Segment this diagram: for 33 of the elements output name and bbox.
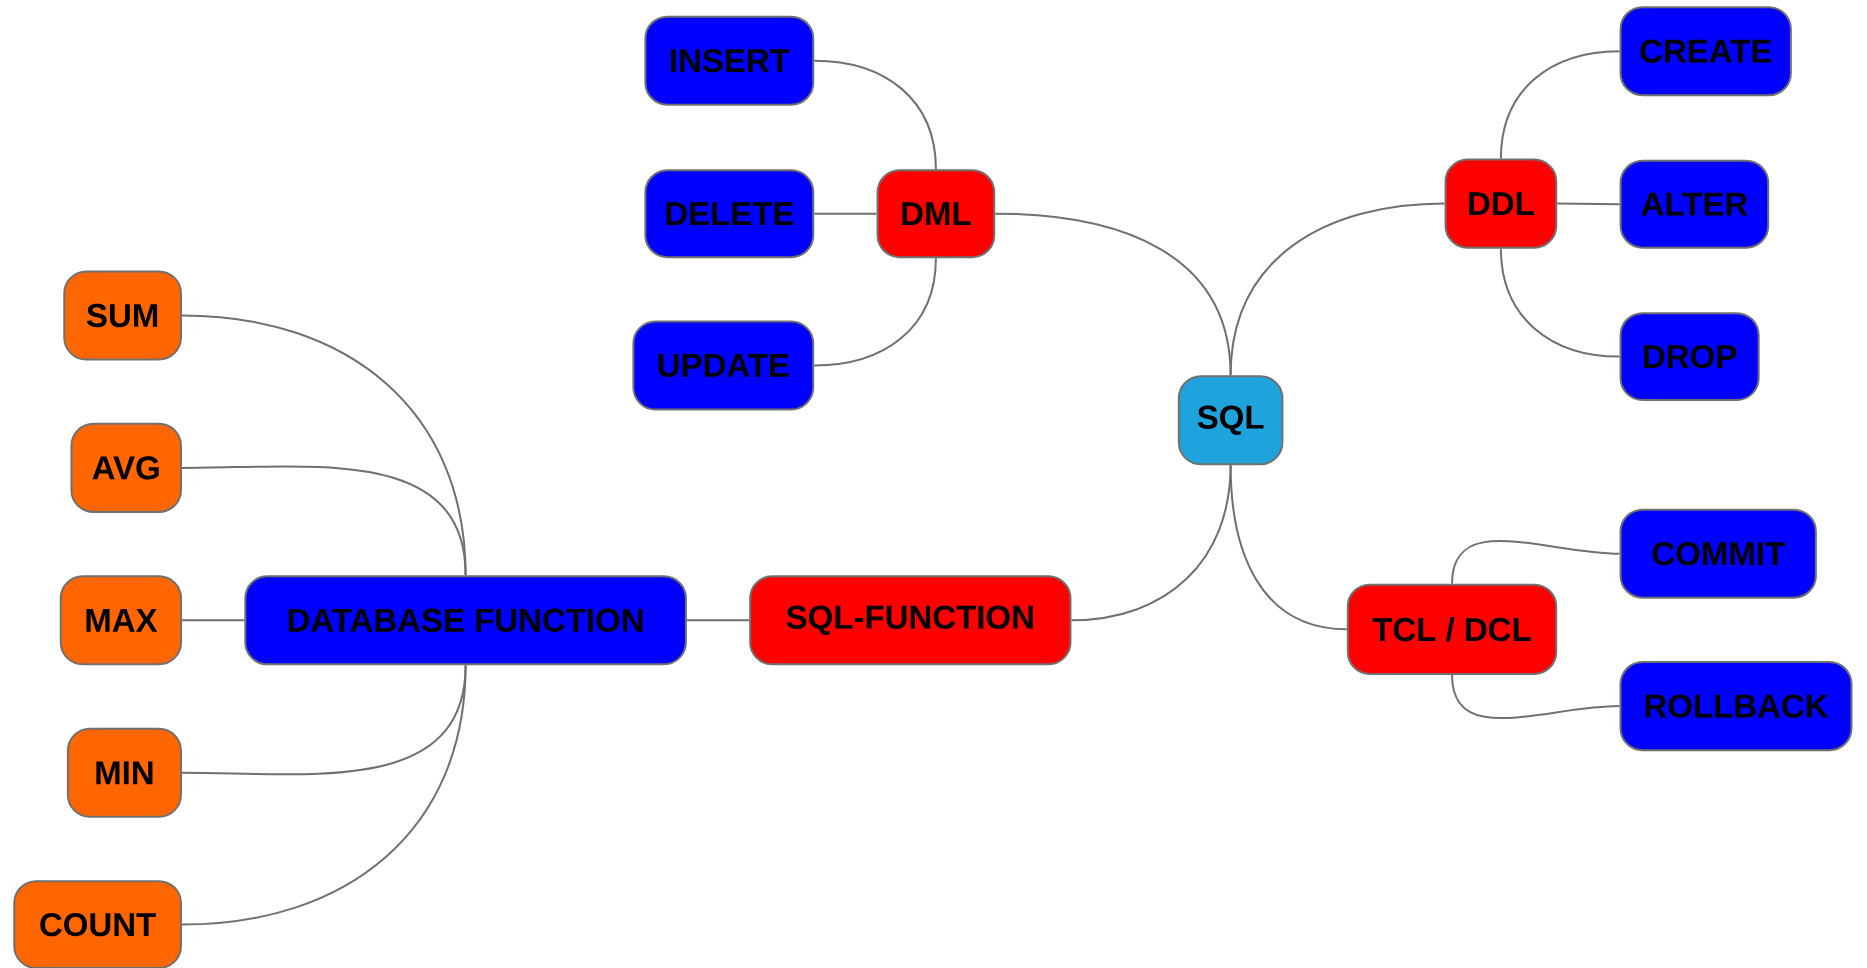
connector-line [813, 59, 937, 171]
connector-line [1499, 50, 1621, 160]
topic-box: MIN [66, 727, 182, 818]
connector-line [1451, 540, 1621, 585]
topic-box: ROLLBACK [1619, 661, 1853, 752]
connector-line [180, 465, 467, 577]
topic-box: MAX [59, 575, 183, 666]
topic-box: SUM [63, 270, 182, 361]
topic-box: CREATE [1619, 6, 1792, 97]
connector-line [181, 619, 246, 622]
topic-box: ALTER [1619, 159, 1770, 249]
topic-box: UPDATE [632, 320, 815, 411]
connector-line [1229, 202, 1446, 377]
topic-box: DDL [1444, 158, 1558, 249]
topic-box: DELETE [644, 169, 815, 259]
topic-box: INSERT [644, 15, 815, 106]
connector-line [1556, 202, 1621, 206]
topic-box: AVG [70, 422, 182, 513]
connector-line [813, 212, 878, 215]
topic-box: COUNT [13, 880, 182, 968]
topic-box: COMMIT [1619, 508, 1817, 599]
connector-line [180, 664, 467, 926]
topic-box: DATABASE FUNCTION [244, 575, 687, 666]
topic-box: SQL [1177, 375, 1284, 466]
connector-line [1451, 673, 1621, 719]
connector-line [1499, 247, 1621, 358]
topic-box: DML [876, 169, 996, 259]
topic-box: SQL-FUNCTION [749, 575, 1072, 666]
topic-box: TCL / DCL [1346, 583, 1558, 675]
connector-line [685, 619, 751, 622]
topic-box: DROP [1619, 312, 1760, 402]
connector-line [813, 257, 937, 367]
connector-line [1229, 464, 1348, 631]
